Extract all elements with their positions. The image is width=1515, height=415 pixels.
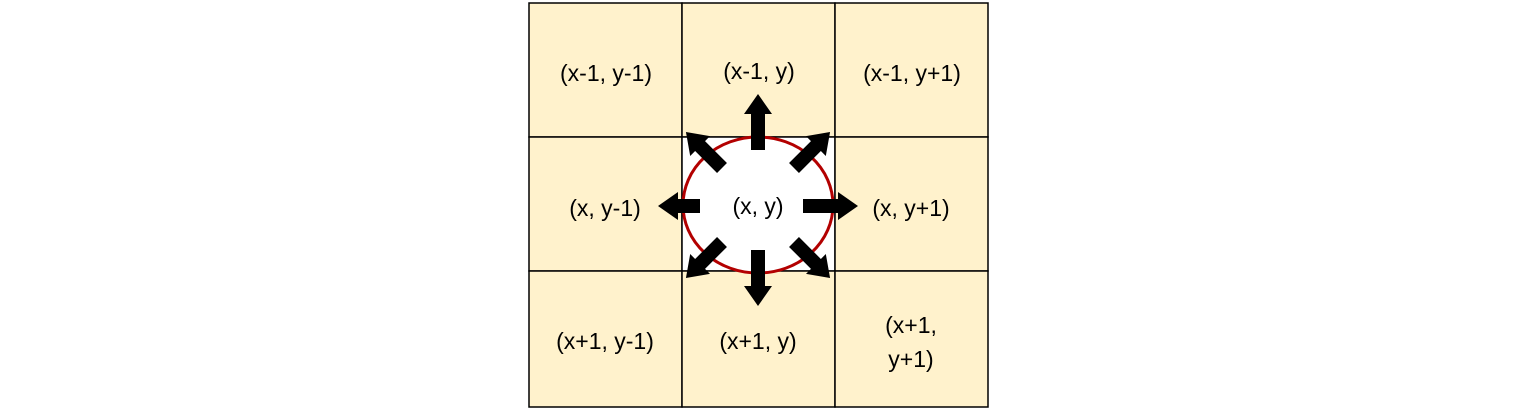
arrow-down-left-icon [685,237,727,279]
arrow-left-icon [658,192,700,220]
label-r0c2: (x-1, y+1) [863,60,961,86]
arrow-up-icon [744,94,772,150]
label-r1c1: (x, y) [732,193,783,219]
arrow-down-icon [744,250,772,306]
arrow-right-icon [803,192,858,220]
label-r2c1: (x+1, y) [719,328,796,354]
label-r0c0: (x-1, y-1) [560,60,652,86]
arrow-up-left-icon [685,131,727,173]
label-r2c2-line1: (x+1, [885,312,937,338]
cell-r0c0 [528,2,683,138]
arrow-up-right-icon [789,131,831,173]
cell-r2c2 [834,270,989,408]
cell-r1c2 [834,136,989,272]
cell-r2c0 [528,270,683,408]
label-r1c2: (x, y+1) [872,195,949,221]
label-r2c0: (x+1, y-1) [556,328,654,354]
label-r0c1: (x-1, y) [723,58,795,84]
neighbor-arrows [658,94,858,306]
cell-labels: (x-1, y-1) (x-1, y) (x-1, y+1) (x, y-1) … [556,58,961,372]
cell-r1c0 [528,136,683,272]
cell-r0c2 [834,2,989,138]
label-r1c0: (x, y-1) [569,195,641,221]
arrow-down-right-icon [789,237,831,279]
label-r2c2-line2: y+1) [888,346,933,372]
